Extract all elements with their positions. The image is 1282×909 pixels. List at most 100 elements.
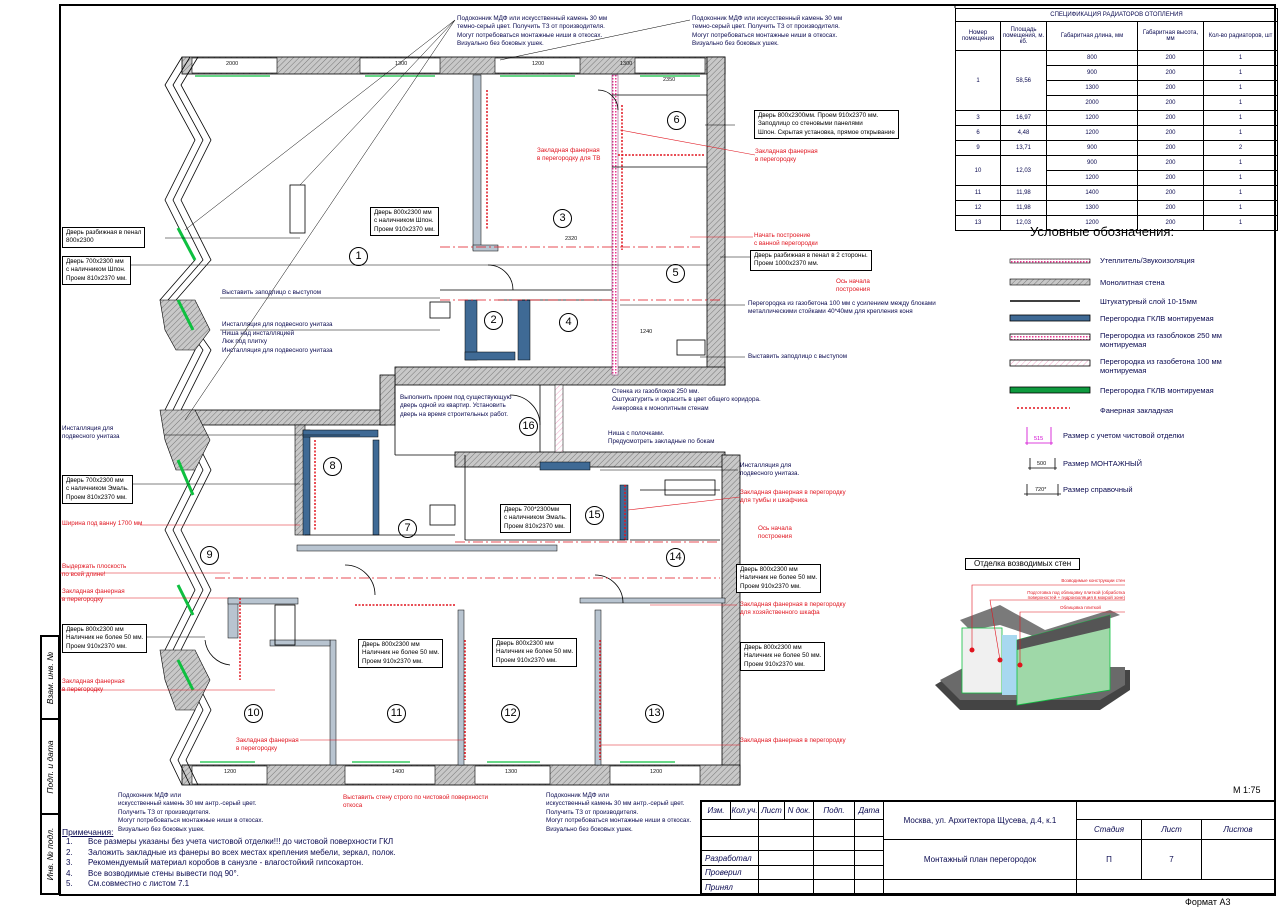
col-header: Номер помещения	[955, 21, 1001, 51]
legend-label: Размер МОНТАЖНЫЙ	[1063, 459, 1143, 468]
tb-header: Изм.	[702, 802, 731, 820]
dimension: 1200	[224, 769, 237, 775]
legend-dim-sample: 720*	[1035, 487, 1047, 493]
annotation-door: Дверь разбижная в пенал в 2 стороны. Про…	[750, 250, 872, 271]
note-text: Все возводимые стены вывести под 90°.	[88, 868, 239, 878]
annotation-plywood: Закладная фанерная в перегородку для тум…	[740, 489, 846, 505]
cell-room: 12	[955, 200, 1001, 216]
cell-value: 1	[1203, 125, 1278, 141]
tb-role: Разработал	[702, 851, 759, 866]
cell-value: 200	[1137, 200, 1204, 216]
cell-area: 12,03	[1000, 155, 1047, 186]
cell-value: 900	[1046, 140, 1138, 156]
annotation-sill: Подоконник МДФ или искусственный камень …	[457, 15, 608, 48]
note-text: Рекомендуемый материал коробов в санузле…	[88, 858, 364, 867]
cell-value: 200	[1137, 65, 1204, 81]
annotation-door: Дверь 700х2300 мм с наличником Шпон. Про…	[62, 256, 131, 286]
cell-value: 1	[1203, 110, 1278, 126]
annotation-install: Инсталляция для подвесного унитаза	[62, 425, 120, 441]
annotation-niche: Ниша над инсталляцией Люк под плитку	[222, 330, 295, 346]
annotation-flush: Выставить заподлицо с выступом	[222, 289, 322, 296]
legend-label: Размер справочный	[1063, 485, 1133, 494]
room-number: 16	[519, 417, 538, 436]
annotation-axis: Ось начала построения	[758, 525, 792, 541]
cell-value: 1	[1203, 80, 1278, 96]
dimension: 1300	[505, 769, 518, 775]
dimension: 1200	[650, 769, 663, 775]
room-number: 9	[200, 546, 219, 565]
cell-value: 1200	[1046, 110, 1138, 126]
annotation-door: Дверь 800х2300 мм Наличник не более 50 м…	[492, 638, 578, 668]
detail-callout: Облицовка плиткой	[1060, 605, 1101, 610]
scale-label: М 1:75	[1233, 785, 1261, 795]
legend-label: Фанерная закладная	[1100, 406, 1174, 415]
stamp-label: Инв. № подл.	[45, 827, 55, 881]
room-number: 10	[244, 704, 263, 723]
annotation-door: Дверь 800х2300 мм Наличник не более 50 м…	[358, 639, 444, 669]
annotation-block-wall: Стенка из газоблоков 250 мм. Оштукатурит…	[612, 388, 761, 412]
cell-value: 200	[1137, 215, 1204, 231]
annotation-door: Дверь 800х2300 мм Наличник не более 50 м…	[740, 642, 826, 672]
annotation-flush: Выставить заподлицо с выступом	[748, 353, 848, 360]
room-number: 8	[323, 457, 342, 476]
cell-value: 200	[1137, 125, 1204, 141]
cell-value: 200	[1137, 50, 1204, 66]
legend-dim-sample: 500	[1037, 461, 1047, 467]
legend-label: Монолитная стена	[1100, 278, 1165, 287]
cell-area: 58,56	[1000, 50, 1047, 111]
stage-label: Стадия	[1077, 820, 1142, 840]
room-number: 7	[398, 519, 417, 538]
note-item: 1.Все размеры указаны без учета чистовой…	[66, 837, 394, 846]
cell-value: 200	[1137, 80, 1204, 96]
annotation-sill: Подоконник МДФ или искусственный камень …	[692, 15, 843, 48]
cell-value: 1	[1203, 200, 1278, 216]
annotation-door: Дверь 800х2300мм. Проем 910х2370 мм. Зап…	[754, 110, 899, 140]
annotation-axis: Ось начала построения	[836, 278, 870, 294]
note-text: Заложить закладные из фанеры во всех мес…	[88, 847, 396, 857]
title-block: Изм. Кол.уч. Лист N док. Подп. Дата Разр…	[700, 800, 1276, 895]
table-title: СПЕЦИФИКАЦИЯ РАДИАТОРОВ ОТОПЛЕНИЯ	[955, 8, 1278, 22]
cell-value: 1200	[1046, 125, 1138, 141]
annotation-opening: Выполнить проем под существующую дверь о…	[400, 394, 512, 418]
col-header: Площадь помещения, м. кб.	[1000, 21, 1047, 51]
cell-value: 200	[1137, 170, 1204, 186]
room-number: 13	[645, 704, 664, 723]
room-number: 6	[667, 111, 686, 130]
room-number: 11	[387, 704, 406, 723]
cell-value: 900	[1046, 155, 1138, 171]
cell-area: 4,48	[1000, 125, 1047, 141]
cell-value: 1400	[1046, 185, 1138, 201]
cell-room: 1	[955, 50, 1001, 111]
legend-title: Условные обозначения:	[1030, 224, 1175, 239]
col-header: Кол-во радиаторов, шт	[1203, 21, 1278, 51]
cell-value: 1	[1203, 185, 1278, 201]
note-item: 3.Рекомендуемый материал коробов в сануз…	[66, 858, 364, 867]
note-text: Все размеры указаны без учета чистовой о…	[88, 837, 394, 846]
annotation-plywood: Закладная фанерная в перегородку для ТВ	[537, 147, 601, 163]
notes-title: Примечания:	[62, 827, 114, 837]
cell-value: 800	[1046, 50, 1138, 66]
sheet-frame	[59, 4, 1276, 896]
cell-area: 16,97	[1000, 110, 1047, 126]
cell-value: 1	[1203, 170, 1278, 186]
stage-value: П	[1077, 840, 1142, 880]
project-address: Москва, ул. Архитектора Щусева, д.4, к.1	[884, 802, 1077, 840]
col-header: Габаритная высота, мм	[1137, 21, 1204, 51]
annotation-door: Дверь разбижная в пенал 800х2300	[62, 227, 146, 248]
sheet-title: Монтажный план перегородок	[884, 840, 1077, 880]
annotation-plywood: Закладная фанерная в перегородку	[236, 737, 299, 753]
room-number: 2	[484, 311, 503, 330]
notes: Примечания: 1.Все размеры указаны без уч…	[62, 827, 396, 890]
cell-value: 2	[1203, 140, 1278, 156]
room-number: 5	[666, 264, 685, 283]
legend-label: Перегородка из газоблоков 250 мм монтиру…	[1100, 331, 1222, 349]
dimension: 1200	[532, 61, 545, 67]
tb-role: Принял	[702, 880, 759, 895]
